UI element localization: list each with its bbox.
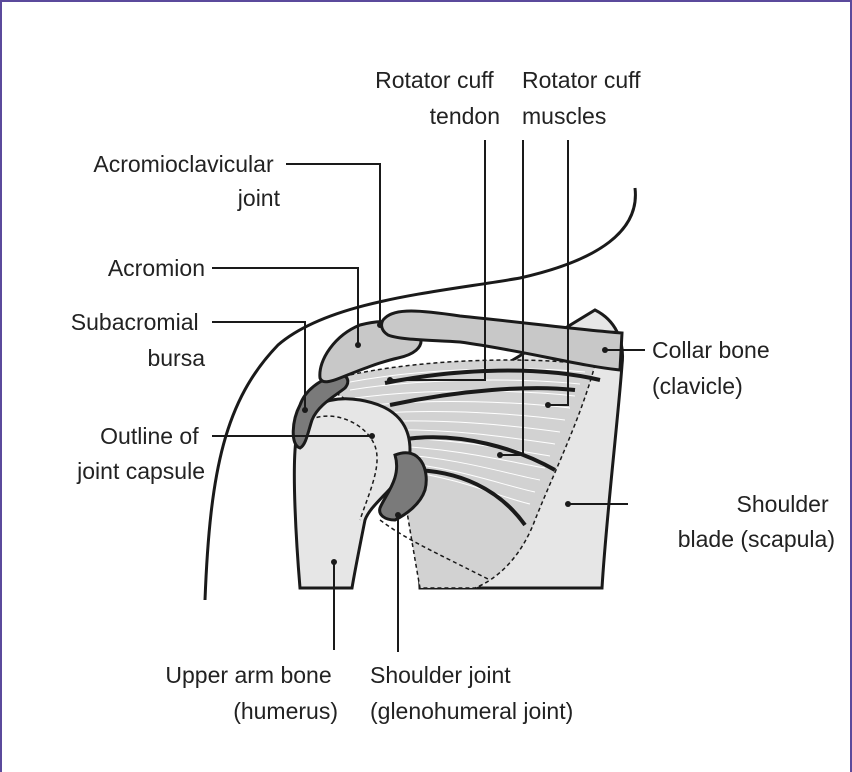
- label-shoulder-joint: Shoulder joint (glenohumeral joint): [370, 662, 573, 724]
- label-outline-joint-capsule: Outline of joint capsule: [76, 423, 205, 484]
- leader-acromioclavicular: [286, 164, 380, 325]
- label-upper-arm-bone: Upper arm bone (humerus): [165, 662, 338, 724]
- label-collar-bone: Collar bone (clavicle): [652, 337, 776, 399]
- label-rotator-cuff-tendon: Rotator cuff tendon: [375, 67, 500, 129]
- label-subacromial-bursa: Subacromial bursa: [71, 309, 205, 371]
- label-rotator-cuff-muscles: Rotator cuff muscles: [522, 67, 647, 129]
- leader-acromion: [212, 268, 358, 345]
- label-acromioclavicular-joint: Acromioclavicular joint: [93, 151, 280, 211]
- label-shoulder-blade: Shoulder blade (scapula): [678, 491, 835, 552]
- label-acromion: Acromion: [108, 255, 205, 281]
